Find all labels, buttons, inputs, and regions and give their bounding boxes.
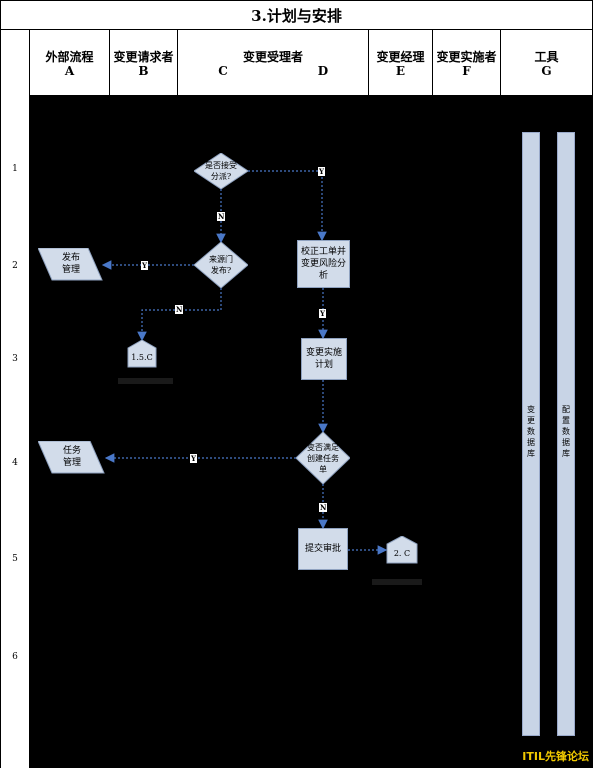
offpage-connector-1-caption — [118, 378, 173, 384]
lane-header-d-letter: D — [317, 64, 329, 78]
edge-label-d1-d2: N — [217, 212, 226, 221]
row-number-column — [0, 30, 30, 768]
lane-header-e-name: 变更经理 — [376, 50, 425, 64]
decision-accept-assignment: 是否接受 分派? — [194, 153, 248, 189]
lane-header-g-letter: G — [541, 64, 552, 78]
lane-header-a-name: 外部流程 — [45, 50, 94, 64]
lane-header-g: 工具 G — [501, 30, 593, 96]
lane-header-b-letter: B — [138, 64, 149, 78]
lane-header-b: 变更请求者 B — [110, 30, 178, 96]
footer-watermark: ITIL先锋论坛 — [522, 750, 589, 763]
row-number-5: 5 — [12, 554, 18, 564]
edge-label-d1-p1: Y — [318, 167, 325, 176]
tool-change-database-label: 变更数据库 — [527, 405, 535, 458]
decision-accept-assignment-shape — [194, 153, 248, 189]
decision-create-task: 变否满足 创建任务 单 — [296, 432, 350, 484]
offpage-connector-2-shape — [386, 536, 418, 564]
offpage-connector-1-shape — [127, 340, 157, 368]
decision-create-task-shape — [296, 432, 350, 484]
row-number-3: 3 — [12, 354, 18, 364]
row-number-6: 6 — [12, 652, 18, 662]
external-task-management-shape — [38, 441, 105, 474]
lane-header-cd: 变更受理者 C D — [178, 30, 369, 96]
lane-header-e: 变更经理 E — [369, 30, 433, 96]
edge-label-d2-ext1: Y — [141, 261, 148, 270]
lane-header-b-name: 变更请求者 — [113, 50, 174, 64]
edge-label-p1-p2: Y — [319, 309, 326, 318]
edge-d2-off1 — [137, 288, 222, 342]
row-number-4: 4 — [12, 458, 18, 468]
row-number-1: 1 — [12, 164, 18, 174]
lane-header-a-letter: A — [64, 64, 75, 78]
process-implementation-plan: 变更实施 计划 — [301, 338, 347, 380]
tool-change-database — [522, 132, 540, 736]
tool-config-database-label: 配置数据库 — [562, 405, 570, 458]
process-submit-approval: 提交审批 — [298, 528, 348, 570]
decision-from-release-shape — [194, 242, 248, 288]
decision-create-task-text: 变否满足 创建任务 单 — [307, 442, 339, 474]
decision-from-release-text: 来源门 发布? — [209, 255, 233, 275]
lane-header-cd-name: 变更受理者 — [242, 50, 303, 64]
lane-header-a: 外部流程 A — [30, 30, 110, 96]
lane-header-e-letter: E — [395, 64, 406, 78]
lane-header-g-name: 工具 — [534, 50, 559, 64]
lane-header-f: 变更实施者 F — [433, 30, 501, 96]
diagram-title: 3.计划与安排 — [0, 0, 593, 30]
tool-config-database — [557, 132, 575, 736]
decision-accept-assignment-text: 是否接受 分派? — [205, 161, 237, 181]
offpage-connector-1: 1.5.C — [131, 353, 153, 362]
external-task-management: 任务 管理 — [62, 446, 81, 468]
process-correct-ticket: 校正工单并 变更风险分 析 — [297, 240, 350, 288]
lane-header-c-letter: C — [218, 64, 228, 78]
external-release-management-shape — [38, 248, 103, 281]
edge-label-d3-p3: N — [319, 503, 328, 512]
lane-header-f-letter: F — [462, 64, 471, 78]
lane-header-f-name: 变更实施者 — [436, 50, 497, 64]
row-number-2: 2 — [12, 261, 18, 271]
edge-d1-p1 — [248, 170, 327, 242]
external-release-management: 发布 管理 — [61, 253, 80, 275]
decision-from-release: 来源门 发布? — [194, 242, 248, 288]
diagram-canvas — [30, 96, 593, 768]
edge-label-d3-ext2: Y — [190, 454, 197, 463]
offpage-connector-2-caption — [372, 579, 422, 585]
edge-label-d2-off1: N — [175, 305, 184, 314]
offpage-connector-2: 2. C — [393, 549, 411, 558]
